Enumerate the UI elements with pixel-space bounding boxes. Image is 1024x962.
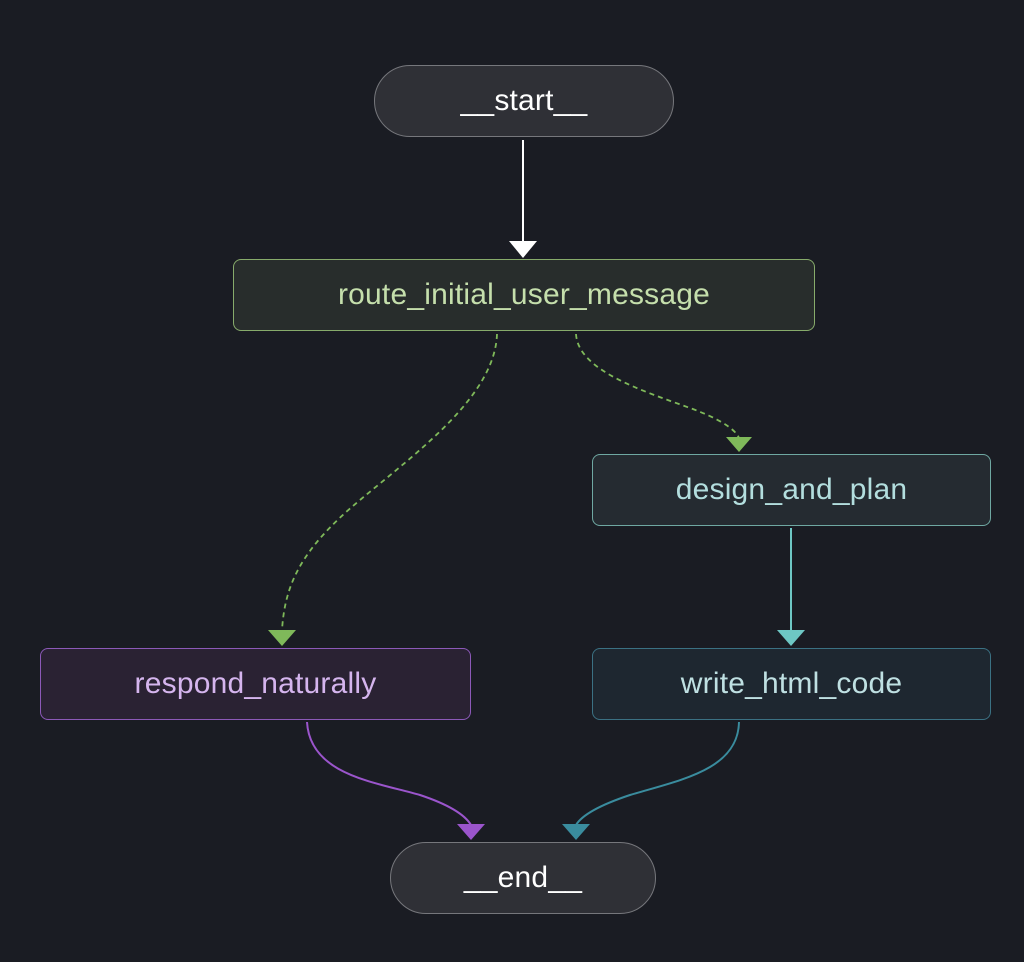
edge-respond-to-end bbox=[306, 721, 472, 826]
arrowhead-end-left bbox=[457, 824, 485, 840]
node-write-html-code[interactable]: write_html_code bbox=[592, 648, 991, 720]
node-route-initial-user-message[interactable]: route_initial_user_message bbox=[233, 259, 815, 331]
edge-write-to-end bbox=[575, 721, 740, 826]
arrowhead-end-right bbox=[562, 824, 590, 840]
arrowhead-respond bbox=[268, 630, 296, 646]
node-respond-naturally[interactable]: respond_naturally bbox=[40, 648, 471, 720]
arrowhead-design bbox=[726, 437, 752, 452]
arrowhead-route bbox=[509, 241, 537, 258]
arrowhead-write bbox=[777, 630, 805, 646]
node-start[interactable]: __start__ bbox=[374, 65, 674, 137]
node-design-and-plan[interactable]: design_and_plan bbox=[592, 454, 991, 526]
node-end[interactable]: __end__ bbox=[390, 842, 656, 914]
edge-route-to-respond bbox=[281, 333, 498, 631]
edge-route-to-design bbox=[575, 333, 740, 439]
